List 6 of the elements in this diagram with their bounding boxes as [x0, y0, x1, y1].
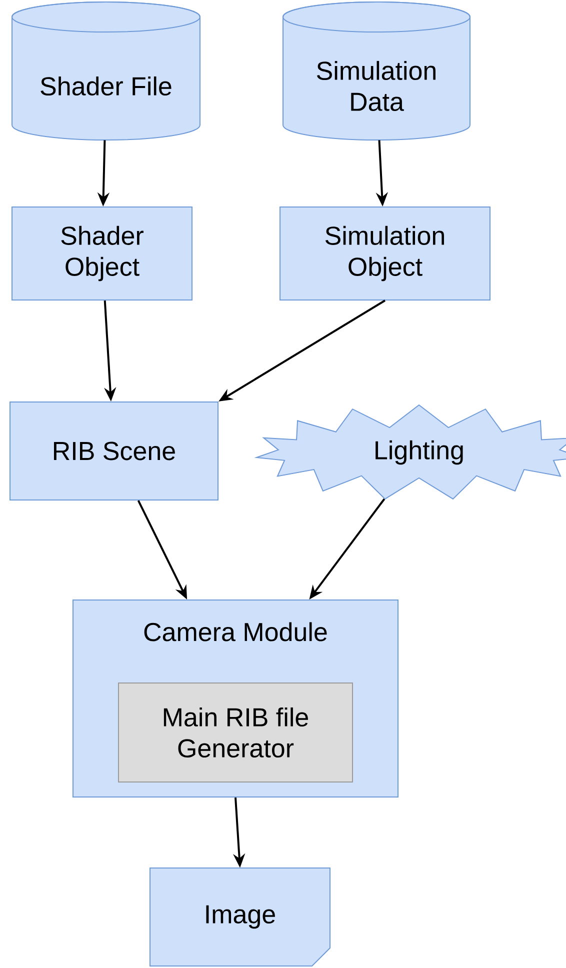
database-cylinder: Simulation Data — [282, 2, 470, 140]
generator-box: Main RIB file Generator — [118, 682, 353, 782]
process-box: Simulation Object — [280, 206, 490, 300]
process-box: RIB Scene — [10, 402, 218, 500]
database-cylinder: Shader File — [12, 2, 200, 140]
process-box: Shader Object — [12, 206, 192, 300]
